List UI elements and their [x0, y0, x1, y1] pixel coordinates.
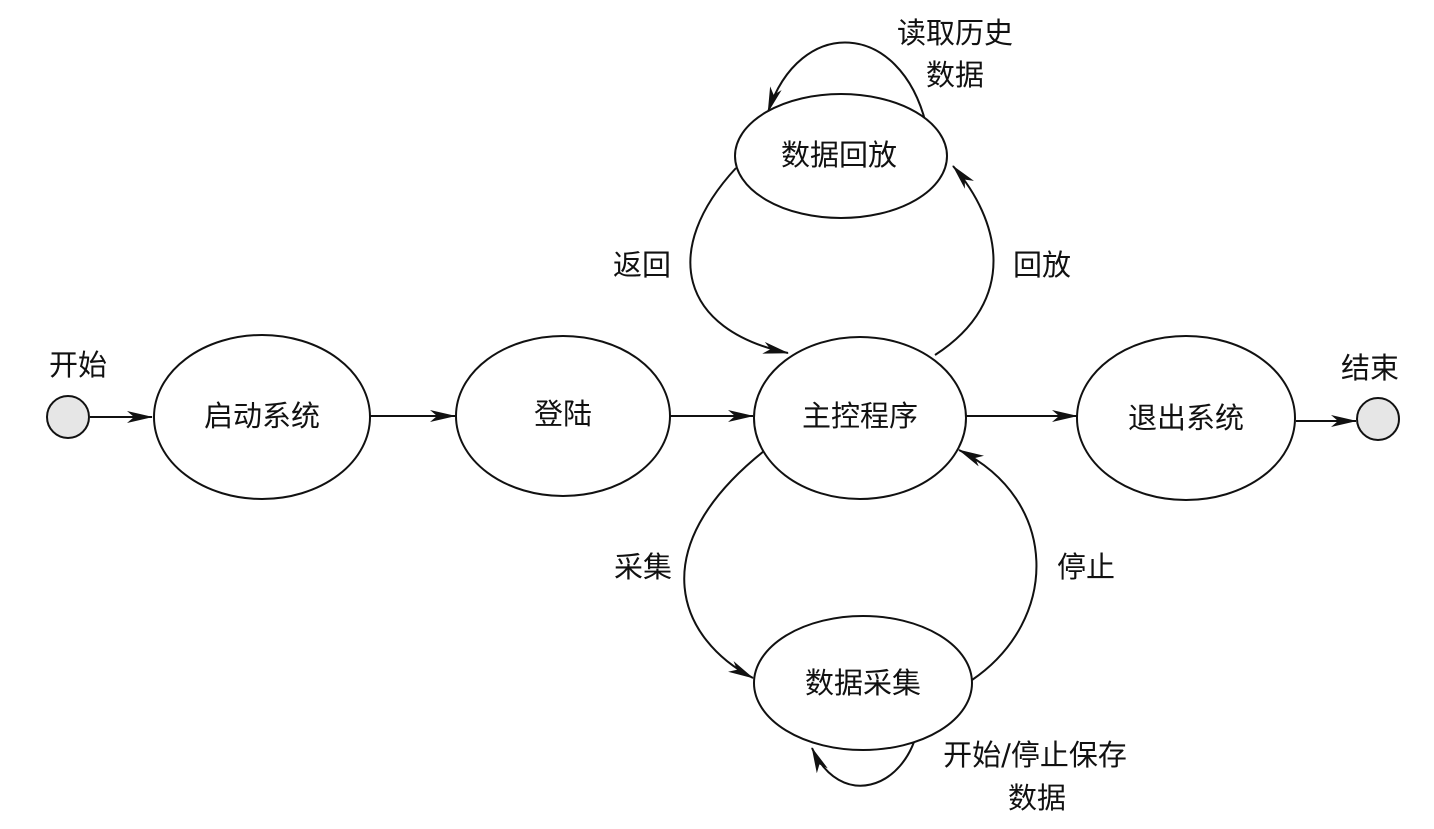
state-playback-label: 数据回放 [781, 138, 897, 172]
start-terminal [46, 395, 90, 439]
state-startup [153, 334, 371, 500]
playback-self-label-line2: 数据 [926, 58, 984, 92]
edge-acquisition-self-loop [811, 727, 919, 787]
edge-main-to-playback-replay [934, 165, 995, 356]
state-exit-label: 退出系统 [1128, 401, 1244, 435]
end-label: 结束 [1341, 351, 1399, 385]
state-startup-label: 启动系统 [204, 399, 320, 433]
playback-self-label-line1: 读取历史 [897, 16, 1013, 50]
edge-playback-self-loop [767, 41, 927, 125]
replay-label: 回放 [1013, 248, 1071, 282]
stop-label: 停止 [1057, 550, 1115, 584]
end-terminal [1356, 397, 1400, 441]
edge-playback-to-main-back [689, 167, 789, 354]
state-exit [1076, 335, 1296, 501]
edge-main-to-acquisition-collect [683, 450, 765, 679]
state-login-label: 登陆 [534, 397, 592, 431]
state-acquisition-label: 数据采集 [805, 666, 921, 700]
collect-label: 采集 [614, 550, 672, 584]
state-login [455, 335, 671, 497]
state-main-label: 主控程序 [802, 399, 918, 433]
edge-acquisition-to-main-stop [958, 449, 1038, 681]
acquisition-self-label-line1: 开始/停止保存 [943, 738, 1127, 772]
state-acquisition [753, 615, 973, 751]
state-playback [734, 93, 948, 219]
back-label: 返回 [613, 248, 671, 282]
start-label: 开始 [49, 348, 107, 382]
state-main [753, 336, 967, 500]
acquisition-self-label-line2: 数据 [1008, 781, 1066, 815]
